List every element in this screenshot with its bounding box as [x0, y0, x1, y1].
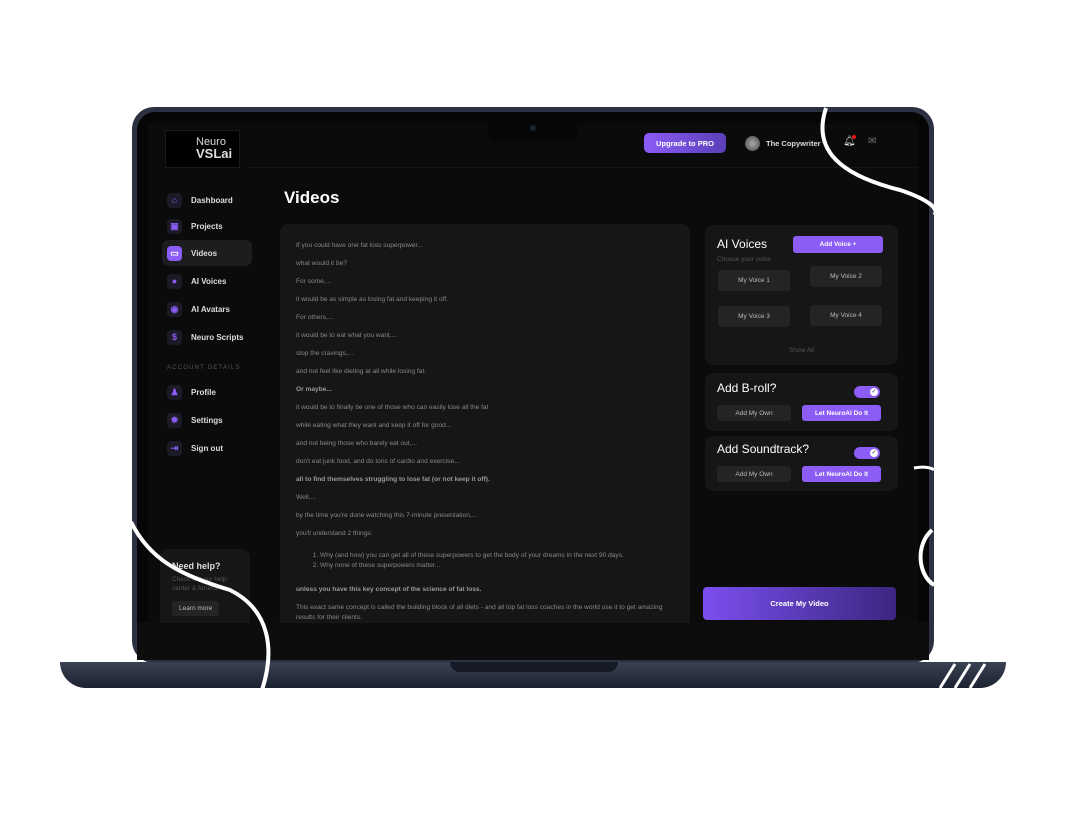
voice-option-4[interactable]: My Voice 4	[810, 305, 882, 326]
script-line: stop the cravings,...	[296, 350, 354, 357]
check-icon: ✓	[870, 449, 878, 457]
soundtrack-title: Add Soundtrack?	[717, 442, 810, 456]
soundtrack-toggle[interactable]: ✓	[854, 447, 880, 459]
gear-icon: ✹	[167, 412, 182, 428]
script-line: it would be to finally be one of those w…	[296, 404, 489, 411]
broll-toggle[interactable]: ✓	[854, 386, 880, 398]
script-line: all to find themselves struggling to los…	[296, 476, 490, 483]
logo-text-1: Neuro	[196, 136, 226, 148]
script-line: and not being those who barely eat out,.…	[296, 440, 417, 447]
ai-voices-card: AI Voices Add Voice + Choose your voice …	[705, 225, 898, 365]
script-line: don't eat junk food, and do tons of card…	[296, 458, 460, 465]
script-line: and not feel like dieting at all while l…	[296, 368, 427, 375]
microphone-icon: ●	[167, 273, 182, 289]
script-line: you'll understand 2 things:	[296, 530, 373, 537]
sidebar-item-label: Sign out	[191, 443, 223, 453]
script-list: Why (and how) you can get all of these s…	[296, 551, 674, 571]
projects-icon: ▣	[167, 218, 182, 234]
mail-icon[interactable]: ✉	[868, 136, 877, 147]
script-line: it would be as simple as losing fat and …	[296, 296, 448, 303]
script-line: Or maybe...	[296, 386, 332, 393]
laptop-chin	[137, 622, 929, 660]
logo-text-2: VSLai	[196, 146, 233, 161]
sidebar-item-label: Dashboard	[191, 195, 233, 205]
camera-icon	[530, 125, 536, 131]
voices-subtitle: Choose your voice	[717, 256, 771, 263]
upgrade-button[interactable]: Upgrade to PRO	[644, 133, 726, 153]
dollar-icon: $	[167, 329, 182, 345]
soundtrack-add-own-button[interactable]: Add My Own	[717, 466, 791, 482]
sidebar-item-dashboard[interactable]: ⌂ Dashboard	[162, 187, 252, 213]
ai-voices-title: AI Voices	[717, 237, 768, 251]
check-icon: ✓	[870, 388, 878, 396]
voice-option-3[interactable]: My Voice 3	[718, 306, 790, 327]
profile-icon: ♟	[167, 384, 182, 400]
sidebar-item-ai-voices[interactable]: ● AI Voices	[162, 268, 252, 294]
help-card: Need help? Check out our help center & f…	[160, 549, 250, 623]
avatar[interactable]	[745, 136, 760, 151]
laptop-base-notch	[450, 662, 618, 672]
broll-title: Add B-roll?	[717, 381, 777, 395]
notification-dot	[852, 135, 856, 139]
sidebar-item-label: Videos	[191, 248, 218, 258]
broll-neuroai-button[interactable]: Let NeuroAI Do It	[802, 405, 881, 421]
help-title: Need help?	[172, 561, 221, 571]
user-circle-icon: ◉	[167, 301, 182, 317]
video-icon: ▭	[167, 245, 182, 261]
sidebar-item-label: Projects	[191, 221, 223, 231]
voice-option-2[interactable]: My Voice 2	[810, 266, 882, 287]
script-line: For others,...	[296, 314, 334, 321]
sidebar-item-label: Neuro Scripts	[191, 332, 244, 342]
sidebar-item-label: AI Avatars	[191, 304, 230, 314]
script-editor[interactable]: If you could have one fat loss superpowe…	[280, 224, 690, 623]
sidebar-item-ai-avatars[interactable]: ◉ AI Avatars	[162, 296, 252, 322]
show-all-link[interactable]: Show All	[789, 347, 814, 354]
sidebar-item-neuro-scripts[interactable]: $ Neuro Scripts	[162, 324, 252, 350]
header-divider	[248, 167, 918, 168]
sign-out-icon: ⇥	[167, 440, 182, 456]
create-video-button[interactable]: Create My Video	[703, 587, 896, 620]
voice-option-1[interactable]: My Voice 1	[718, 270, 790, 291]
user-name[interactable]: The Copywriter	[766, 139, 821, 148]
sidebar-item-label: AI Voices	[191, 276, 227, 286]
learn-more-button[interactable]: Learn more	[172, 601, 220, 616]
sidebar-item-sign-out[interactable]: ⇥ Sign out	[162, 435, 252, 461]
sidebar-item-projects[interactable]: ▣ Projects	[162, 213, 252, 239]
script-line: This exact same concept is called the bu…	[296, 604, 663, 621]
script-line: If you could have one fat loss superpowe…	[296, 242, 423, 249]
script-list-item: Why (and how) you can get all of these s…	[320, 551, 674, 561]
script-list-item: Why none of these superpowers matter...	[320, 561, 674, 571]
account-details-label: ACCOUNT DETAILS	[167, 365, 241, 371]
script-line: Well,...	[296, 494, 317, 501]
broll-card: Add B-roll? ✓ Add My Own Let NeuroAI Do …	[705, 373, 898, 431]
add-voice-button[interactable]: Add Voice +	[793, 236, 883, 253]
soundtrack-card: Add Soundtrack? ✓ Add My Own Let NeuroAI…	[705, 436, 898, 491]
help-text: Check out our help center & forums	[172, 576, 227, 592]
sidebar-item-label: Profile	[191, 387, 216, 397]
script-line: by the time you're done watching this 7-…	[296, 512, 478, 519]
page-title: Videos	[284, 188, 340, 207]
script-line: unless you have this key concept of the …	[296, 586, 482, 593]
sidebar-item-settings[interactable]: ✹ Settings	[162, 407, 252, 433]
sidebar-item-label: Settings	[191, 415, 223, 425]
sidebar-item-videos[interactable]: ▭ Videos	[162, 240, 252, 266]
soundtrack-neuroai-button[interactable]: Let NeuroAI Do It	[802, 466, 881, 482]
script-line: what would it be?	[296, 260, 347, 267]
script-line: For some,...	[296, 278, 332, 285]
script-line: while eating what they want and keep it …	[296, 422, 452, 429]
script-line: it would be to eat what you want,...	[296, 332, 398, 339]
sidebar-item-profile[interactable]: ♟ Profile	[162, 379, 252, 405]
home-icon: ⌂	[167, 192, 182, 208]
camera-notch	[488, 123, 577, 141]
broll-add-own-button[interactable]: Add My Own	[717, 405, 791, 421]
